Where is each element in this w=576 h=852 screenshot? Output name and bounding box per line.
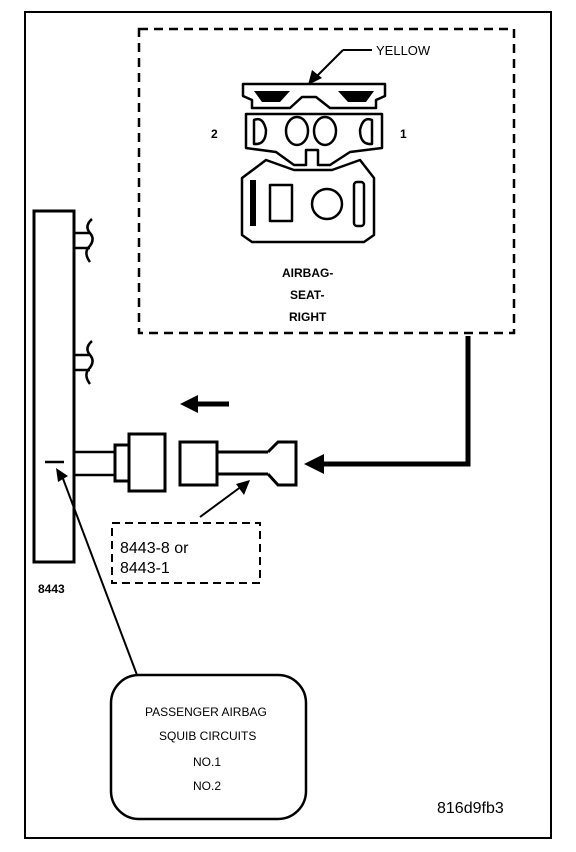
wire-stub-upper: [74, 218, 94, 263]
plug-connector: [113, 432, 167, 493]
wire-stub-lower: [74, 340, 94, 385]
callout-line-1: PASSENGER AIRBAG: [145, 705, 267, 719]
connector-name-line-3: RIGHT: [289, 310, 327, 324]
pin-1-label: 1: [400, 127, 407, 141]
yellow-leader-line: [315, 49, 344, 78]
adapter-connector: [178, 440, 298, 487]
pin-2-label: 2: [211, 127, 218, 141]
detail-pointer-arrowhead: [304, 454, 324, 474]
figure-id: 816d9fb3: [437, 800, 504, 817]
callout-leader-arrowhead: [56, 468, 68, 482]
callout-line-2: SQUIB CIRCUITS: [159, 729, 257, 743]
connector-detail-box: [137, 27, 516, 335]
callout-leader-line: [61, 475, 138, 676]
yellow-label: YELLOW: [376, 43, 431, 58]
yellow-leader-arrowhead: [308, 70, 322, 85]
adapter-label-line-1: 8443-8 or: [120, 540, 189, 557]
connector-face: [240, 82, 387, 244]
adapter-label-line-2: 8443-1: [120, 560, 170, 577]
callout-box: [109, 673, 308, 821]
page-frame: [24, 11, 552, 839]
adapter-leader-arrowhead: [236, 480, 250, 495]
connector-name-line-1: AIRBAG-: [282, 266, 334, 280]
direction-arrowhead: [180, 395, 198, 413]
tool-8443-box: [32, 209, 76, 564]
connector-name-line-2: SEAT-: [290, 288, 325, 302]
cable-to-plug: [74, 450, 115, 477]
detail-pointer-line: [320, 336, 471, 467]
tool-box-number: 8443: [38, 582, 65, 596]
callout-line-3: NO.1: [193, 755, 222, 769]
adapter-leader-line: [199, 485, 243, 518]
callout-line-4: NO.2: [193, 779, 222, 793]
